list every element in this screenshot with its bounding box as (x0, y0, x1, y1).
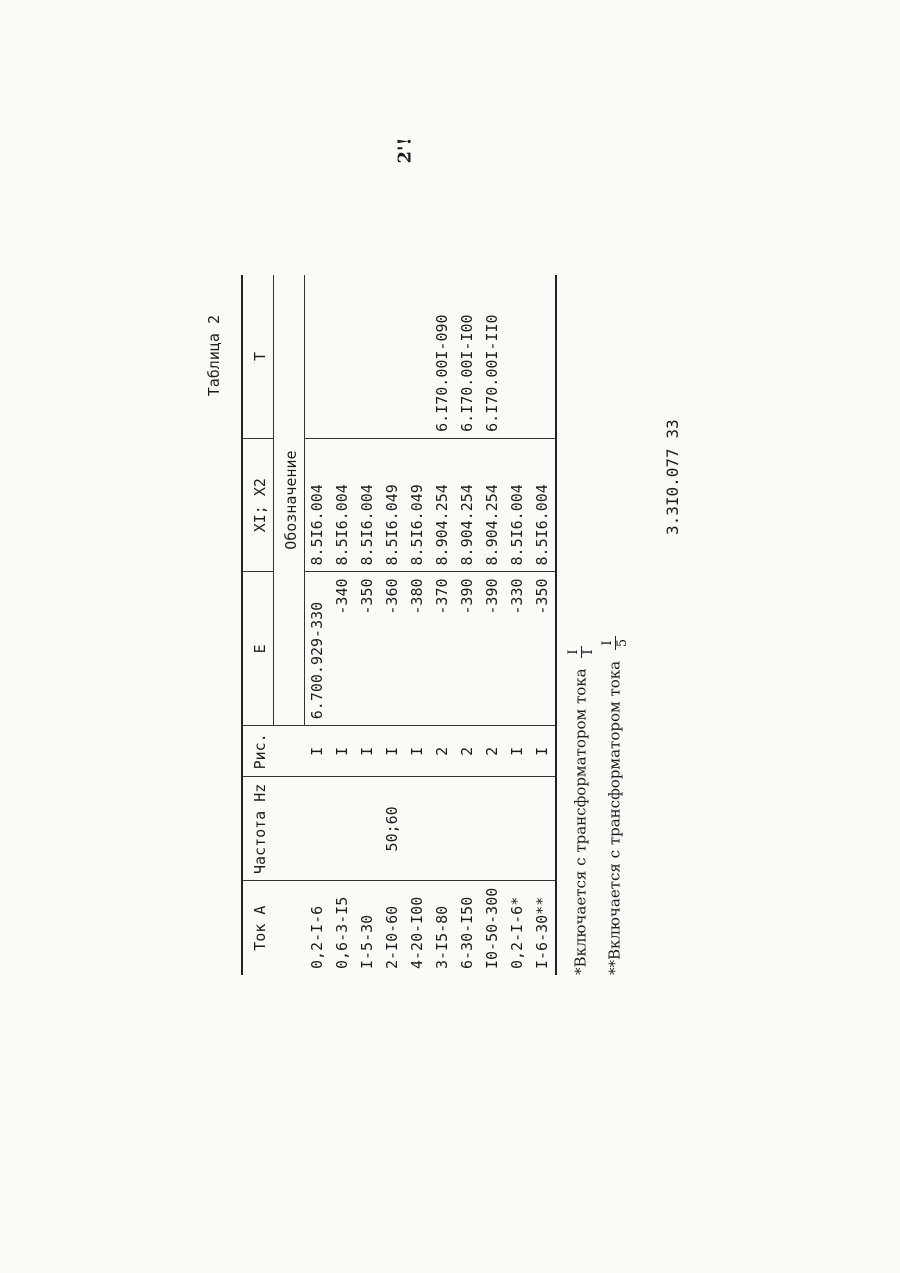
cell-fig: 2 (430, 725, 455, 777)
cell-fig: I (405, 725, 430, 777)
cell-fig: I (380, 725, 405, 777)
document-code: 3.3I0.077 33 (663, 419, 682, 535)
cell-freq (330, 776, 355, 881)
cell-freq: 50;60 (380, 776, 405, 881)
cell-fig: I (330, 725, 355, 777)
cell-freq (455, 776, 480, 881)
cell-e: -350 (355, 571, 380, 726)
cell-t: 6.I70.00I-I00 (455, 275, 480, 439)
cell-e: -380 (405, 571, 430, 726)
cell-t (405, 275, 430, 439)
cell-tok: 0,6-3-I5 (330, 880, 355, 975)
cell-t: 6.I70.00I-090 (430, 275, 455, 439)
footnote-mark: * (571, 967, 590, 976)
page-number: 2'! (394, 137, 416, 164)
cell-t (304, 275, 330, 439)
footnote-text: Включается с трансформатором тока (605, 660, 624, 960)
cell-tok: I-5-30 (355, 880, 380, 975)
cell-t (355, 275, 380, 439)
cell-tok: I-6-30** (530, 880, 556, 975)
cell-t (330, 275, 355, 439)
cell-fig: 2 (455, 725, 480, 777)
cell-x: 8.5I6.004 (530, 438, 556, 572)
cell-x: 8.5I6.049 (405, 438, 430, 572)
header-e: Е (242, 571, 274, 726)
cell-e: -350 (530, 571, 556, 726)
cell-e: -390 (455, 571, 480, 726)
cell-freq (530, 776, 556, 881)
cell-t (505, 275, 530, 439)
cell-e: -370 (430, 571, 455, 726)
cell-tok: 6-30-I50 (455, 880, 480, 975)
cell-e: -330 (505, 571, 530, 726)
cell-freq (505, 776, 530, 881)
cell-x: 8.5I6.004 (304, 438, 330, 572)
cell-x: 8.5I6.049 (380, 438, 405, 572)
cell-e: 6.700.929-330 (304, 571, 330, 726)
cell-freq (480, 776, 505, 881)
cell-tok: 3-I5-80 (430, 880, 455, 975)
cell-x: 8.5I6.004 (330, 438, 355, 572)
header-freq: Частота Нz (242, 776, 305, 881)
cell-fig: I (304, 725, 330, 777)
cell-freq (304, 776, 330, 881)
cell-x: 8.5I6.004 (505, 438, 530, 572)
cell-fig: 2 (480, 725, 505, 777)
cell-freq (355, 776, 380, 881)
cell-tok: 0,2-I-6* (505, 880, 530, 975)
header-x: XI; X2 (242, 438, 274, 572)
cell-x: 8.904.254 (430, 438, 455, 572)
cell-freq (405, 776, 430, 881)
rotated-table-sheet: Таблица 2 Ток А Частота Нz Рис. Е XI; X2… (205, 275, 705, 975)
cell-e: -360 (380, 571, 405, 726)
cell-tok: 4-20-I00 (405, 880, 430, 975)
cell-fig: I (530, 725, 556, 777)
header-fig: Рис. (242, 725, 305, 777)
header-tok: Ток А (242, 880, 305, 975)
footnote-mark: ** (605, 960, 624, 975)
cell-x: 8.904.254 (480, 438, 505, 572)
cell-tok: I0-50-300 (480, 880, 505, 975)
cell-freq (430, 776, 455, 881)
footnote-text: Включается с трансформатором тока (571, 668, 590, 968)
cell-x: 8.5I6.004 (355, 438, 380, 572)
table-caption: Таблица 2 (205, 315, 223, 397)
cell-t (530, 275, 556, 439)
freq-value: 50;60 (383, 806, 401, 852)
header-t: Т (242, 275, 274, 439)
cell-x: 8.904.254 (455, 438, 480, 572)
cell-tok: 0,2-I-6 (304, 880, 330, 975)
header-group: Обозначение (273, 275, 305, 726)
designation-table: Ток А Частота Нz Рис. Е XI; X2 Т Обознач… (241, 275, 557, 975)
cell-e: -340 (330, 571, 355, 726)
cell-fig: I (505, 725, 530, 777)
cell-tok: 2-I0-60 (380, 880, 405, 975)
cell-t: 6.I70.00I-II0 (480, 275, 505, 439)
cell-fig: I (355, 725, 380, 777)
cell-e: -390 (480, 571, 505, 726)
cell-t (380, 275, 405, 439)
